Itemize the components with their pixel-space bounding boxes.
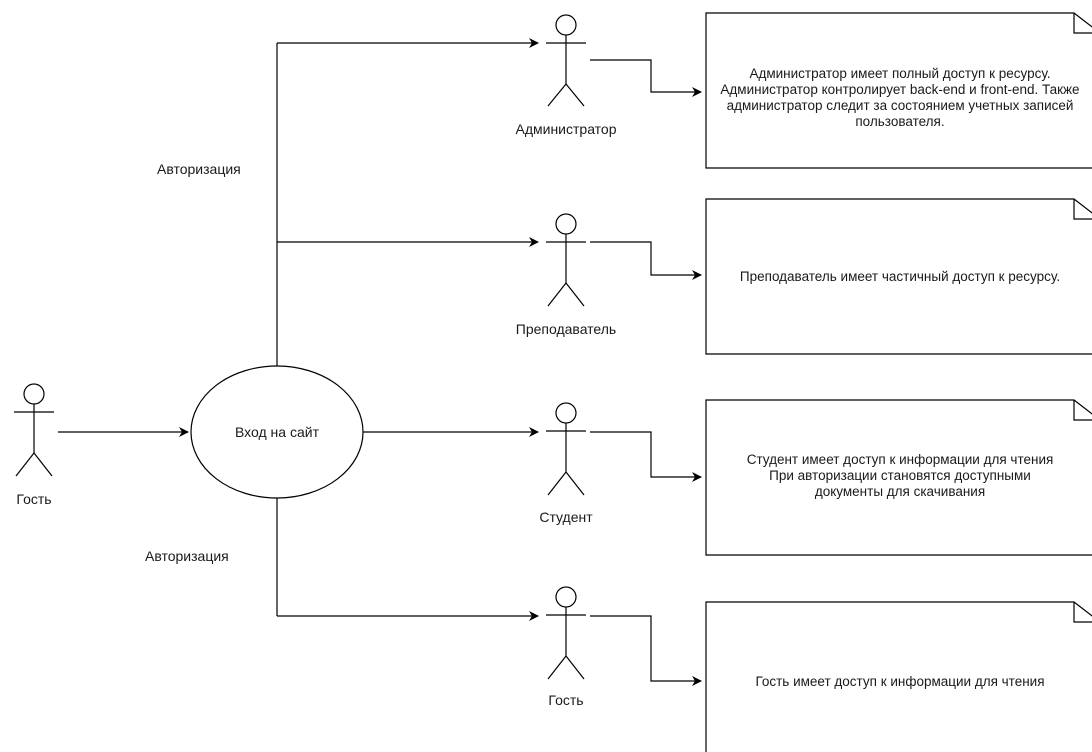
- actor-student-label: Студент: [539, 509, 593, 525]
- actor-guest-main-figure: [14, 383, 54, 477]
- edge-guest-note: [590, 615, 702, 686]
- note-teacher-text: Преподаватель имеет частичный доступ к р…: [708, 255, 1092, 299]
- actor-teacher-figure: [546, 213, 586, 307]
- edge-label-auth-top: Авторизация: [157, 161, 241, 177]
- note-admin-line-1: Администратор имеет полный доступ к ресу…: [749, 66, 1051, 81]
- edge-teacher-note: [590, 241, 702, 280]
- actor-guest-figure: [546, 586, 586, 680]
- note-admin-text: Администратор имеет полный доступ к ресу…: [708, 36, 1092, 160]
- note-student-shape: [705, 399, 1092, 556]
- actor-guest-main-label: Гость: [16, 491, 52, 507]
- edge-label-auth-bottom: Авторизация: [145, 548, 229, 564]
- actor-guest-label: Гость: [548, 692, 584, 708]
- actor-student-figure: [546, 402, 586, 496]
- edge-admin-note: [590, 59, 702, 97]
- note-student-line-2: При авторизации становятся доступными до…: [769, 468, 1031, 499]
- note-admin-shape: [705, 12, 1092, 169]
- note-student-line-1: Студент имеет доступ к информации для чт…: [746, 452, 1054, 467]
- edge-student-note: [590, 431, 702, 482]
- note-admin-line-2: Администратор контролирует back-end и fr…: [720, 82, 1080, 129]
- note-guest-shape: [705, 601, 1092, 752]
- actor-admin-figure: [546, 14, 586, 107]
- note-guest-text: Гость имеет доступ к информации для чтен…: [708, 672, 1092, 692]
- note-student-text: Студент имеет доступ к информации для чт…: [708, 434, 1092, 518]
- usecase-label: Вход на сайт: [235, 424, 319, 440]
- actor-teacher-label: Преподаватель: [515, 321, 617, 337]
- note-guest-line-1: Гость имеет доступ к информации для чтен…: [755, 674, 1045, 689]
- note-teacher-line-1: Преподаватель имеет частичный доступ к р…: [739, 269, 1061, 284]
- actor-admin-label: Администратор: [515, 121, 617, 137]
- note-teacher-shape: [705, 198, 1092, 355]
